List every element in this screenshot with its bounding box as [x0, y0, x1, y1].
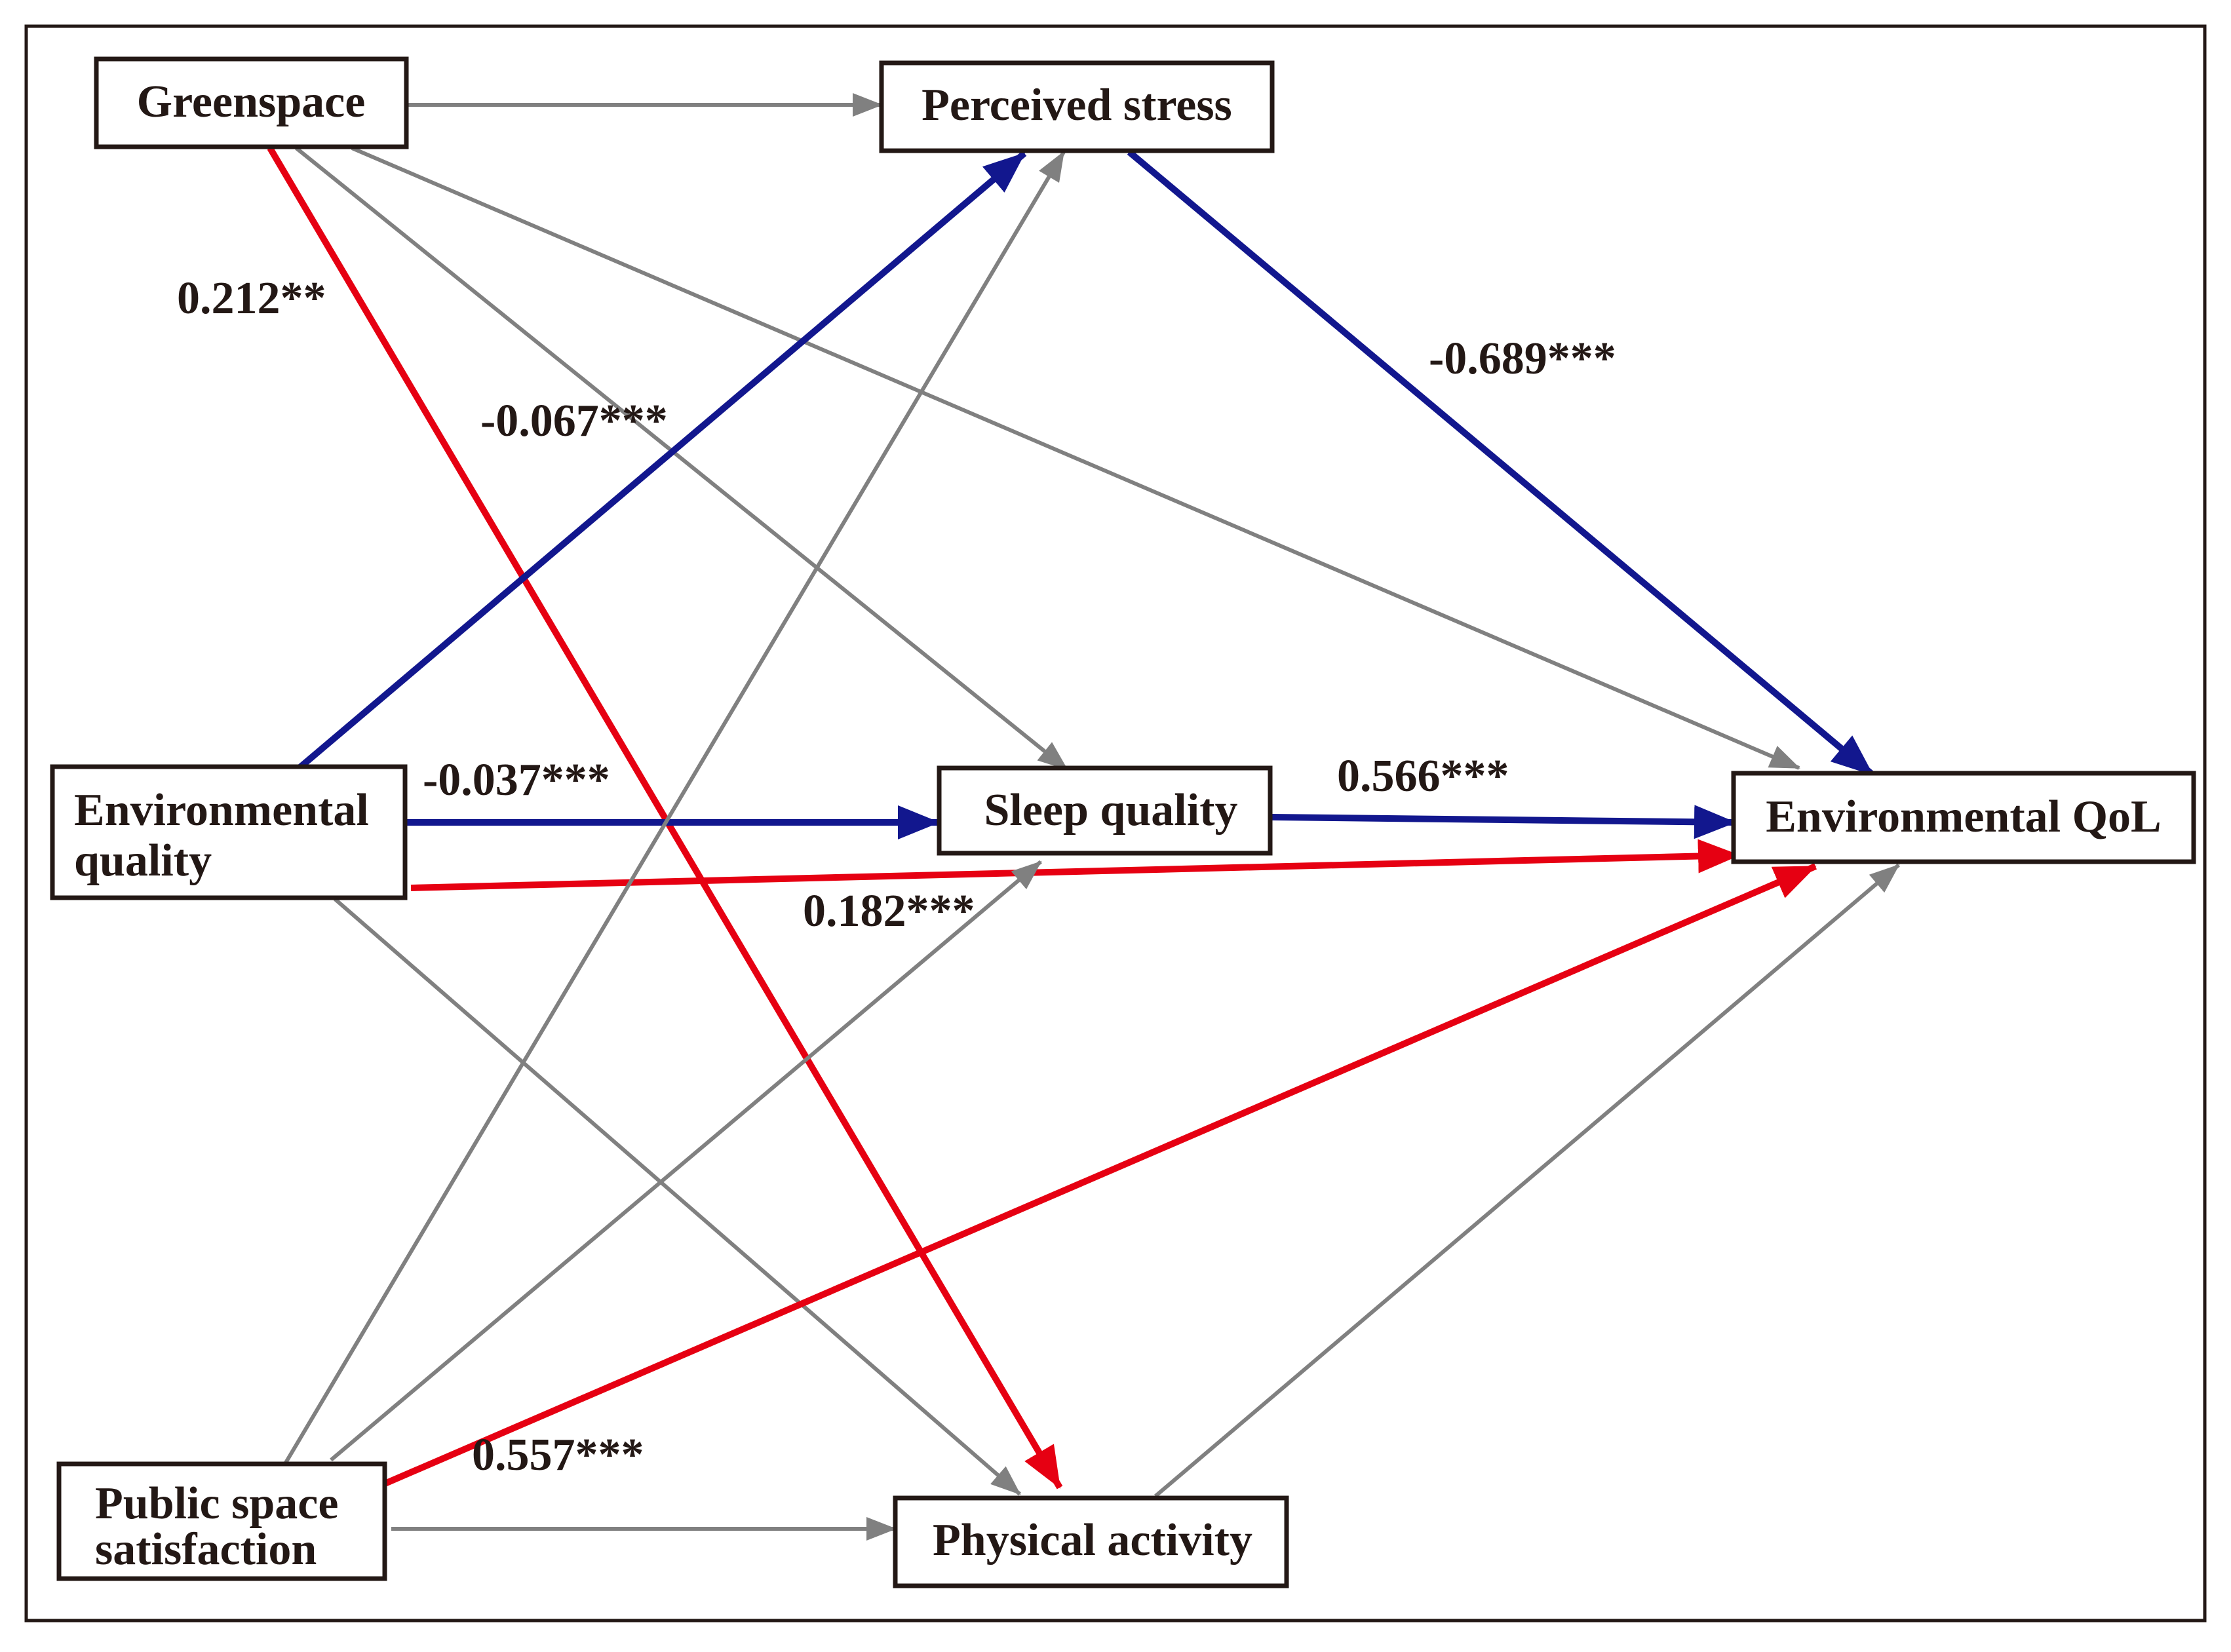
edge-perceived-stress-to-environmental-qol	[1127, 149, 1875, 777]
node-label: Greenspace	[137, 77, 366, 127]
node-perceived-stress: Perceived stress	[879, 60, 1275, 153]
edge-public-space-satisfaction-to-perceived-stress	[284, 151, 1066, 1464]
label-greenspace-physical-activity: 0.212**	[177, 273, 326, 324]
edge-environmental-quality-to-environmental-qol	[410, 839, 1740, 891]
edge-greenspace-to-environmental-qol	[351, 146, 1800, 770]
node-label: Sleep quality	[984, 785, 1237, 836]
node-physical-activity: Physical activity	[893, 1495, 1289, 1588]
node-label-line-2: quality	[74, 836, 212, 886]
edge-environmental-quality-to-perceived-stress	[290, 151, 1027, 776]
label-environmental-quality-perceived-stress: -0.067***	[480, 396, 668, 446]
edge-greenspace-to-sleep-quality	[295, 146, 1068, 771]
edge-physical-activity-to-environmental-qol	[1154, 863, 1900, 1498]
edge-environmental-quality-to-physical-activity	[334, 897, 1021, 1496]
edges-layer	[267, 93, 1900, 1541]
node-label-line-1: Environmental	[74, 785, 369, 836]
edge-public-space-satisfaction-to-sleep-quality	[330, 860, 1042, 1462]
label-environmental-quality-environmental-qol: 0.182***	[803, 886, 975, 936]
node-label: Perceived stress	[922, 80, 1232, 130]
node-public-space-satisfaction: Public space satisfaction	[56, 1461, 387, 1581]
node-label: Environmental QoL	[1766, 792, 2162, 842]
label-sleep-quality-environmental-qol: 0.566***	[1337, 751, 1509, 801]
edge-greenspace-to-physical-activity	[267, 146, 1063, 1489]
label-public-space-satisfaction-environmental-qol: 0.557***	[472, 1430, 644, 1480]
node-label: Physical activity	[933, 1515, 1252, 1566]
label-environmental-quality-sleep-quality: -0.037***	[423, 755, 610, 805]
figure-frame	[24, 24, 2207, 1623]
node-greenspace: Greenspace	[94, 56, 409, 149]
label-perceived-stress-environmental-qol: -0.689***	[1429, 334, 1616, 384]
node-label-line-2: satisfaction	[95, 1524, 317, 1575]
node-sleep-quality: Sleep quality	[937, 765, 1273, 856]
edge-sleep-quality-to-environmental-qol	[1271, 805, 1736, 839]
node-environmental-quality: Environmental quality	[50, 764, 408, 900]
node-label-line-1: Public space	[95, 1478, 338, 1529]
edge-public-space-satisfaction-to-environmental-qol	[378, 863, 1817, 1489]
node-environmental-qol: Environmental QoL	[1731, 771, 2196, 864]
